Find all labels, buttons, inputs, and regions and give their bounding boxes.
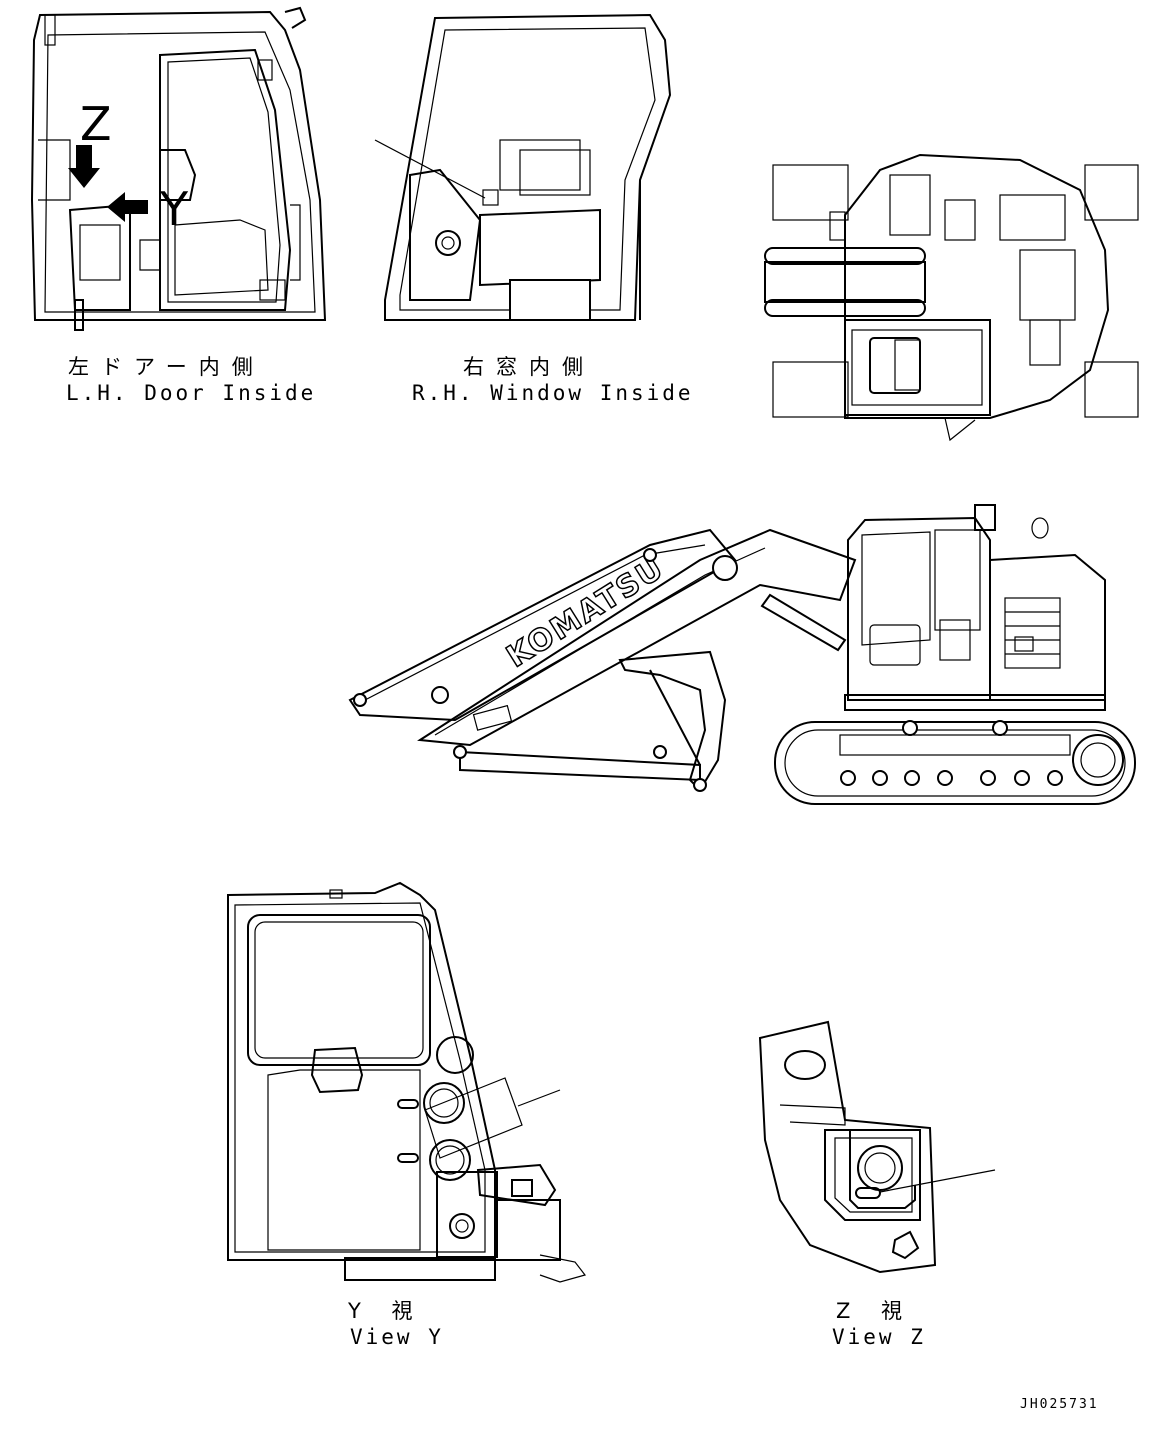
lh-door-label-jp: 左ドアー内側 [68, 355, 265, 379]
lh-door-inside-view: Z Y 左ドアー内側 L.H. Door Inside [30, 6, 327, 405]
view-z-label-jp: Z 視 [836, 1299, 914, 1323]
excavator-side-view: KOMATSU [348, 504, 1136, 805]
view-y-label-en: View Y [350, 1325, 444, 1349]
top-view [764, 153, 1139, 442]
marker-y: Y [159, 182, 189, 236]
lh-door-label-en: L.H. Door Inside [66, 381, 316, 405]
rh-window-inside-view: 右窓内側 R.H. Window Inside [374, 13, 694, 405]
brand-logo: KOMATSU [501, 550, 671, 674]
rh-window-label-jp: 右窓内側 [463, 355, 595, 379]
view-y-label-jp: Y 視 [347, 1299, 425, 1323]
rh-window-label-en: R.H. Window Inside [412, 381, 694, 405]
view-z: Z 視 View Z [758, 1020, 996, 1349]
drawing-code: JH025731 [1020, 1397, 1099, 1412]
view-z-label-en: View Z [832, 1325, 926, 1349]
marker-z: Z [80, 97, 112, 151]
view-y: Y 視 View Y [227, 881, 587, 1349]
